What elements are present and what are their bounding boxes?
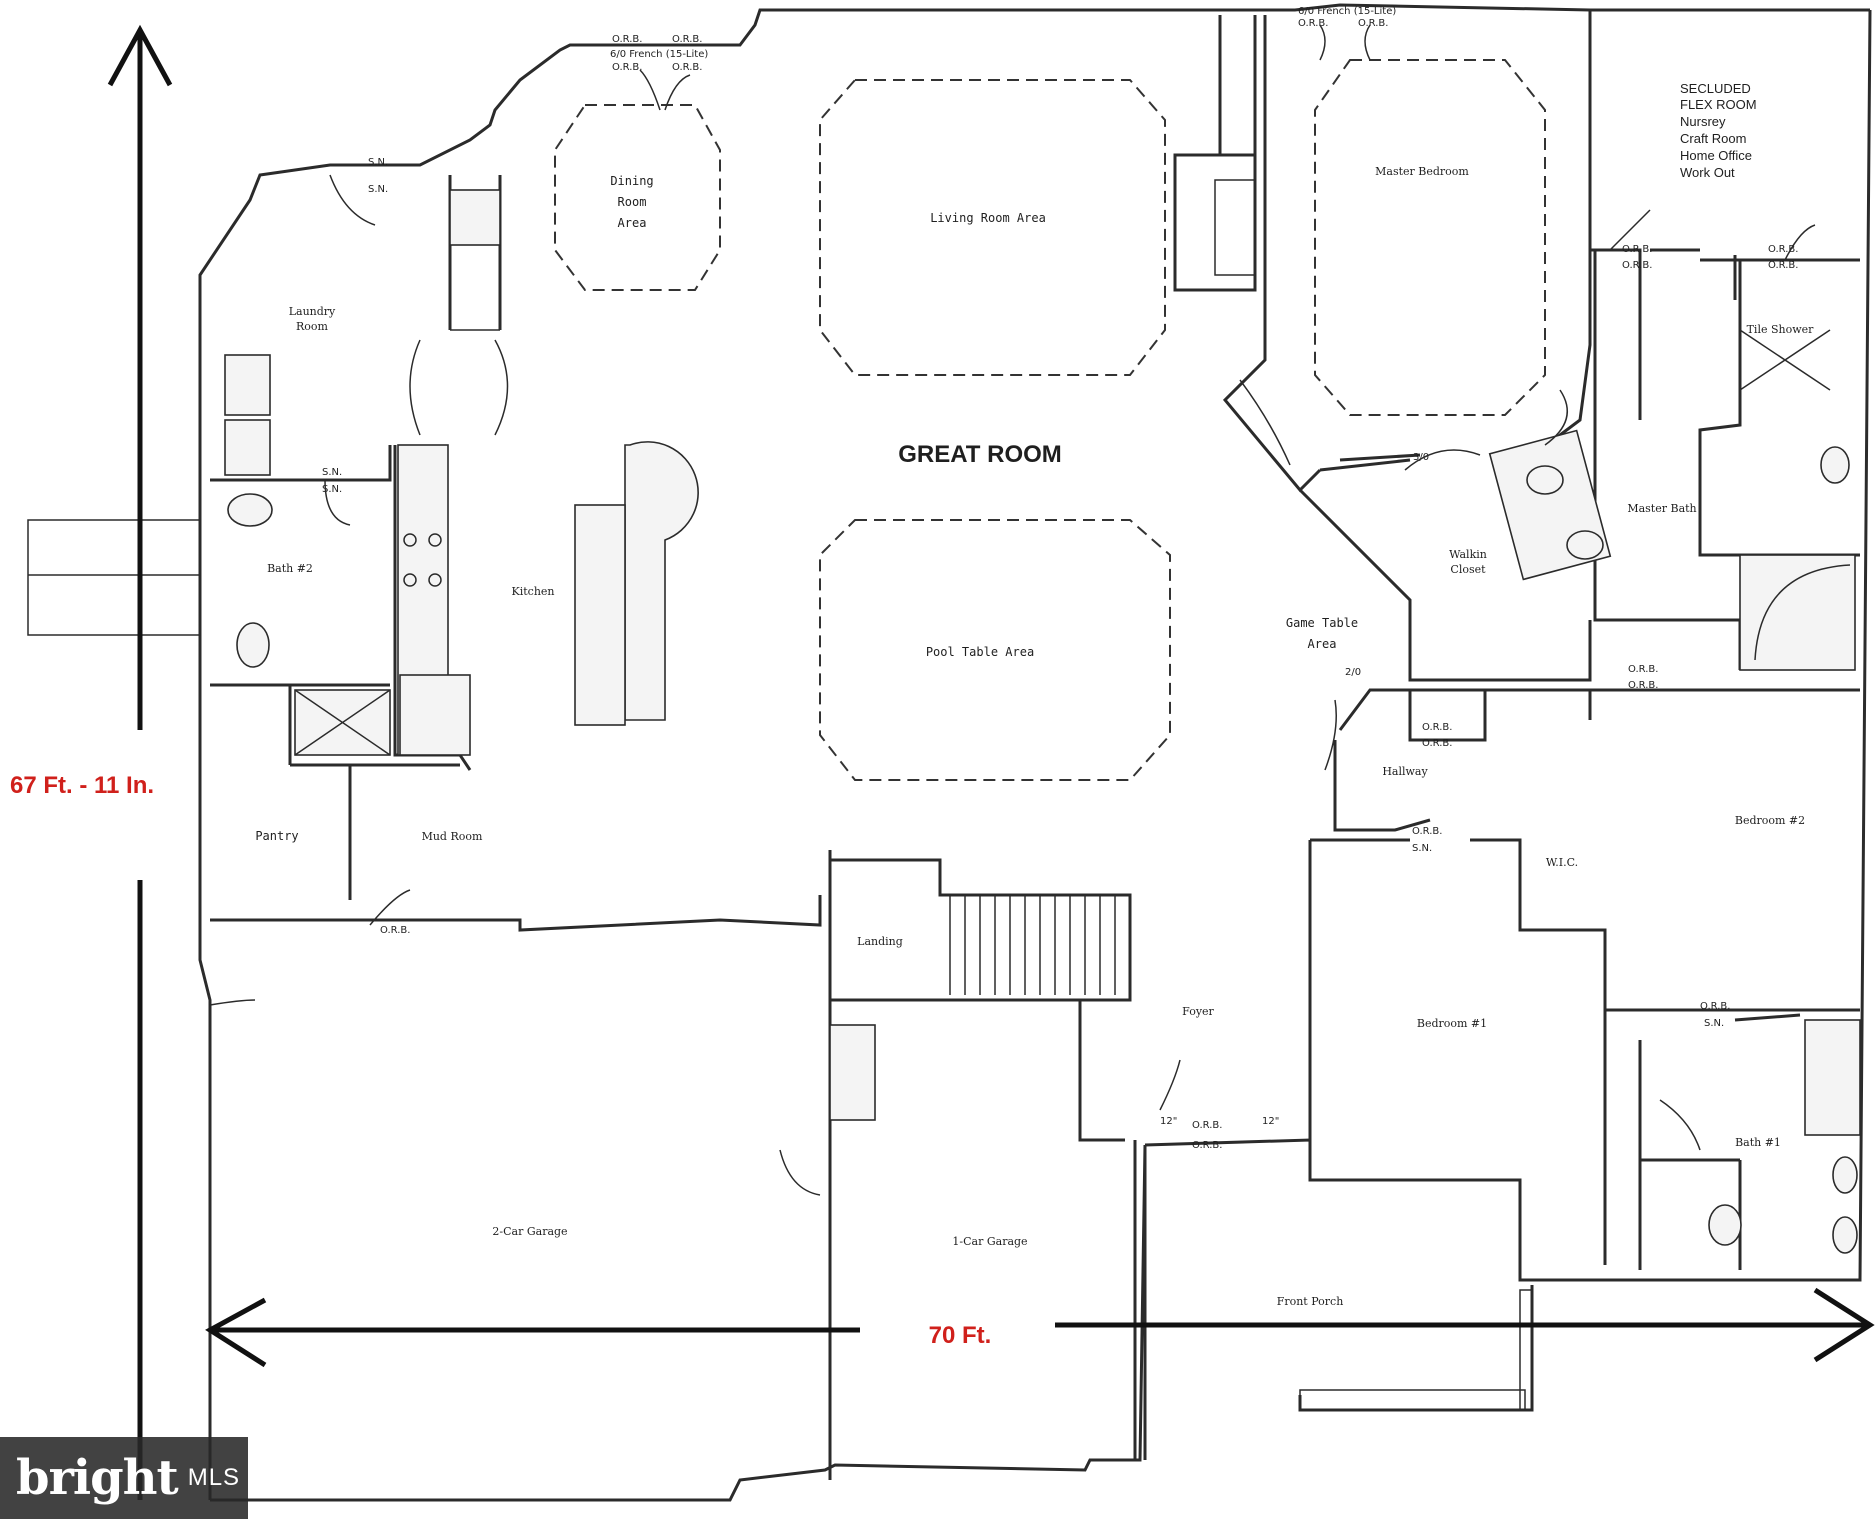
door-swings xyxy=(209,24,1816,1196)
plan-title: GREAT ROOM xyxy=(898,441,1062,468)
flex-room-line: FLEX ROOM xyxy=(1680,97,1757,112)
flex-room-line: Home Office xyxy=(1680,148,1752,163)
label-walkin-closet: Walkin xyxy=(1449,548,1487,561)
label-bath-1: Bath #1 xyxy=(1735,1136,1781,1149)
dimension-arrows xyxy=(107,24,1875,1500)
label-laundry: Laundry xyxy=(289,305,336,318)
label-game-table: Game Table xyxy=(1286,616,1358,630)
label-bath-2: Bath #2 xyxy=(267,562,313,575)
label-bedroom-1: Bedroom #1 xyxy=(1417,1017,1487,1030)
flex-room-note: SECLUDED FLEX ROOM Nursrey Craft Room Ho… xyxy=(1680,81,1757,180)
door-tags: O.R.B. O.R.B. O.R.B. O.R.B. 6/0 French (… xyxy=(322,6,1798,1151)
label-dining: Dining xyxy=(610,174,653,188)
label-hallway: Hallway xyxy=(1382,765,1428,778)
label-pantry: Pantry xyxy=(255,829,298,843)
door-tag: 12" xyxy=(1160,1116,1177,1127)
door-tag: O.R.B. xyxy=(1768,244,1798,255)
label-bedroom-2: Bedroom #2 xyxy=(1735,814,1805,827)
label-foyer: Foyer xyxy=(1182,1005,1214,1018)
flex-room-line: Craft Room xyxy=(1680,131,1746,146)
door-tag: 3/0 xyxy=(1413,452,1429,463)
door-tag: O.R.B. xyxy=(672,34,702,45)
mls-logo: bright MLS xyxy=(0,1437,248,1519)
label-mud-room: Mud Room xyxy=(422,830,483,843)
label-dining: Room xyxy=(618,195,647,209)
label-1-car-garage: 1-Car Garage xyxy=(952,1235,1027,1248)
dimension-height-label: 67 Ft. - 11 In. xyxy=(10,772,154,799)
door-tag: O.R.B. xyxy=(1622,260,1652,271)
dimension-labels: 67 Ft. - 11 In. 70 Ft. xyxy=(10,772,991,1349)
label-tile-shower: Tile Shower xyxy=(1747,323,1815,336)
label-walkin-closet: Closet xyxy=(1450,563,1486,576)
label-master-bedroom: Master Bedroom xyxy=(1375,165,1469,178)
door-tag: O.R.B. xyxy=(1422,738,1452,749)
door-tag: 6/0 French (15-Lite) xyxy=(610,49,708,60)
flex-room-line: Work Out xyxy=(1680,165,1735,180)
door-tag: O.R.B. xyxy=(1628,664,1658,675)
door-tag: O.R.B. xyxy=(1628,680,1658,691)
label-laundry: Room xyxy=(296,320,329,333)
door-tag: S.N. xyxy=(322,467,342,478)
label-living-room: Living Room Area xyxy=(930,211,1046,225)
flex-room-line: SECLUDED xyxy=(1680,81,1751,96)
door-tag: 12" xyxy=(1262,1116,1279,1127)
door-tag: O.R.B. xyxy=(1422,722,1452,733)
door-tag: O.R.B. xyxy=(1192,1120,1222,1131)
door-tag: O.R.B. xyxy=(1622,244,1652,255)
door-tag: 2/0 xyxy=(1345,667,1361,678)
fixtures xyxy=(224,189,1861,1411)
label-dining: Area xyxy=(618,216,647,230)
door-tag: O.R.B. xyxy=(1192,1140,1222,1151)
door-tag: 6/0 French (15-Lite) xyxy=(1298,6,1396,17)
dimension-width-label: 70 Ft. xyxy=(929,1322,992,1349)
door-tag: O.R.B. xyxy=(1358,18,1388,29)
label-wic: W.I.C. xyxy=(1546,856,1578,869)
label-landing: Landing xyxy=(857,935,903,948)
door-tag: O.R.B. xyxy=(612,34,642,45)
door-tag: S.N. xyxy=(368,184,388,195)
label-kitchen: Kitchen xyxy=(512,585,555,598)
label-pool-table: Pool Table Area xyxy=(926,645,1034,659)
label-2-car-garage: 2-Car Garage xyxy=(492,1225,567,1238)
door-tag: S.N. xyxy=(368,157,388,168)
door-tag: O.R.B. xyxy=(380,925,410,936)
logo-suffix: MLS xyxy=(187,1464,241,1491)
door-tag: O.R.B. xyxy=(612,62,642,73)
door-tag: S.N. xyxy=(1412,843,1432,854)
door-tag: O.R.B. xyxy=(1700,1001,1730,1012)
flex-room-line: Nursrey xyxy=(1680,114,1726,129)
door-tag: S.N. xyxy=(1704,1018,1724,1029)
label-master-bath: Master Bath xyxy=(1627,502,1696,515)
door-tag: O.R.B. xyxy=(1298,18,1328,29)
staircase xyxy=(940,894,1130,995)
logo-brand: bright xyxy=(16,1450,179,1506)
door-tag: O.R.B. xyxy=(672,62,702,73)
label-game-table: Area xyxy=(1308,637,1337,651)
door-tag: O.R.B. xyxy=(1768,260,1798,271)
label-front-porch: Front Porch xyxy=(1277,1295,1344,1308)
room-labels: GREAT ROOM Dining Room Area Living Room … xyxy=(255,165,1814,1308)
left-bumpout xyxy=(27,519,201,636)
door-tag: O.R.B. xyxy=(1412,826,1442,837)
door-tag: S.N. xyxy=(322,484,342,495)
area-outlines xyxy=(554,59,1546,781)
